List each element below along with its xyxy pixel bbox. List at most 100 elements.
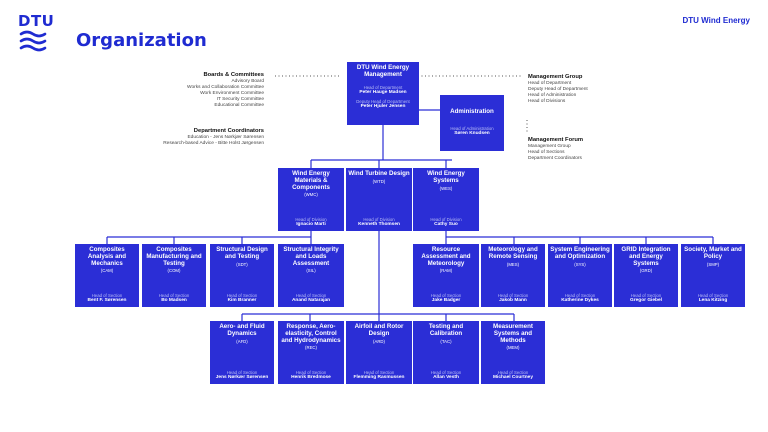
section-role: Head of Section xyxy=(564,293,596,298)
section-name: Structural Integrity and Loads Assessmen… xyxy=(283,246,339,267)
management-person: Peter Hauge Madsen xyxy=(359,89,407,95)
section-abbr: (ARD) xyxy=(373,338,385,344)
management-name: DTU Wind Energy Management xyxy=(356,64,410,78)
section-box: Structural Design and Testing (SDT) Head… xyxy=(210,244,274,307)
division-name: Wind Turbine Design xyxy=(348,170,410,177)
section-role: Head of Section xyxy=(363,370,395,375)
section-name: Society, Market and Policy xyxy=(684,246,742,260)
management-group: Management Group Head of Department Depu… xyxy=(528,74,638,105)
section-name: Response, Aero-elasticity, Control and H… xyxy=(281,323,341,344)
administration-person: Søren Knudsen xyxy=(454,130,490,136)
management-group-item: Head of Administration xyxy=(528,93,577,98)
section-box: Society, Market and Policy (SMP) Head of… xyxy=(681,244,745,307)
boards-item: IT Security Committee xyxy=(216,97,264,102)
section-name: System Engineering and Optimization xyxy=(550,246,610,260)
division-abbr: (WMC) xyxy=(304,192,318,198)
section-person: Jake Badger xyxy=(431,298,461,303)
management-group-item: Head of Divisions xyxy=(528,99,566,104)
coordinators-item: Education - Jens Nørkjær Sørensen xyxy=(187,135,264,140)
section-abbr: (MEM) xyxy=(506,345,520,351)
division-abbr: (WTD) xyxy=(372,178,386,184)
boards-item: Works and Collaboration Committee xyxy=(187,85,264,90)
management-forum-item: Department Coordinators xyxy=(528,156,582,161)
section-role: Head of Section xyxy=(430,293,462,298)
administration-role: Head of Administration xyxy=(450,125,494,131)
section-person: Bo Madsen xyxy=(161,298,187,303)
section-person: Michael Courtney xyxy=(493,375,533,380)
section-role: Head of Section xyxy=(158,293,190,298)
section-name: GRID Integration and Energy Systems xyxy=(621,246,671,267)
section-abbr: (REC) xyxy=(305,345,317,351)
section-role: Head of Section xyxy=(497,370,529,375)
section-person: Jens Nørkær Sørensen xyxy=(215,375,269,380)
section-role: Head of Section xyxy=(430,370,462,375)
management-role: Head of Department xyxy=(363,84,403,90)
division-role: Head of Division xyxy=(430,217,462,222)
section-abbr: (SDT) xyxy=(236,261,248,267)
boards-item: Advisory Board xyxy=(231,79,264,84)
section-role: Head of Section xyxy=(295,293,327,298)
section-role: Head of Section xyxy=(497,293,529,298)
section-person: Anand Natarajan xyxy=(291,298,331,303)
section-box: Meteorology and Remote Sensing (MES) Hea… xyxy=(481,244,545,307)
section-name: Structural Design and Testing xyxy=(216,246,268,260)
division-role: Head of Division xyxy=(295,217,327,222)
section-box: Response, Aero-elasticity, Control and H… xyxy=(278,321,344,384)
section-name: Meteorology and Remote Sensing xyxy=(488,246,538,260)
section-person: Lena Kitzing xyxy=(698,298,728,303)
section-abbr: (COM) xyxy=(167,268,181,274)
section-box: Measurement Systems and Methods (MEM) He… xyxy=(481,321,545,384)
section-box: Structural Integrity and Loads Assessmen… xyxy=(278,244,344,307)
division-box: Wind Energy Systems (WES) Head of Divisi… xyxy=(413,168,479,231)
section-abbr: (MES) xyxy=(506,261,520,267)
boards-item: Work Environment Committee xyxy=(200,91,264,96)
section-name: Resource Assessment and Meteorology xyxy=(421,246,471,267)
section-abbr: (AFD) xyxy=(236,338,248,344)
management-role: Deputy Head of Department xyxy=(356,98,410,104)
dtu-logo: DTU xyxy=(18,14,54,60)
section-person: Henrik Bredmose xyxy=(291,375,331,380)
section-person: Bent F. Sørensen xyxy=(87,298,127,303)
logo-waves-icon xyxy=(19,30,47,52)
administration-name: Administration xyxy=(450,108,494,116)
section-role: Head of Section xyxy=(226,370,258,375)
management-group-heading: Management Group xyxy=(528,74,583,80)
division-box: Wind Turbine Design (WTD) Head of Divisi… xyxy=(346,168,412,231)
division-name: Wind Energy Systems xyxy=(427,170,465,184)
division-role: Head of Division xyxy=(363,217,395,222)
management-forum-item: Management Group xyxy=(528,144,571,149)
section-role: Head of Section xyxy=(295,370,327,375)
administration-box: Administration Head of Administration Sø… xyxy=(440,95,504,151)
section-person: Katherine Dykes xyxy=(561,298,599,303)
section-person: Jakob Mann xyxy=(499,298,527,303)
section-name: Airfoil and Rotor Design xyxy=(354,323,404,337)
section-box: System Engineering and Optimization (SYS… xyxy=(548,244,612,307)
section-abbr: (RAM) xyxy=(439,268,453,274)
management-person: Peter Hjuler Jensen xyxy=(360,103,406,109)
boards-heading: Boards & Committees xyxy=(203,72,264,78)
section-person: Flemming Rasmussen xyxy=(353,375,405,380)
coordinators-heading: Department Coordinators xyxy=(193,128,264,134)
section-abbr: (SMP) xyxy=(706,261,720,267)
section-name: Composites Manufacturing and Testing xyxy=(146,246,202,267)
department-coordinators: Department Coordinators Education - Jens… xyxy=(140,128,264,147)
section-box: Resource Assessment and Meteorology (RAM… xyxy=(413,244,479,307)
section-box: GRID Integration and Energy Systems (GRD… xyxy=(614,244,678,307)
section-box: Composites Analysis and Mechanics (CAM) … xyxy=(75,244,139,307)
section-name: Aero- and Fluid Dynamics xyxy=(219,323,265,337)
management-forum: Management Forum Management Group Head o… xyxy=(528,137,638,162)
boards-committees: Boards & Committees Advisory Board Works… xyxy=(150,72,264,109)
section-abbr: (CAM) xyxy=(100,268,114,274)
section-abbr: (SIL) xyxy=(306,268,316,274)
section-box: Aero- and Fluid Dynamics (AFD) Head of S… xyxy=(210,321,274,384)
section-name: Measurement Systems and Methods xyxy=(493,323,533,344)
section-box: Testing and Calibration (TAC) Head of Se… xyxy=(413,321,479,384)
section-role: Head of Section xyxy=(91,293,123,298)
section-role: Head of Section xyxy=(630,293,662,298)
section-box: Airfoil and Rotor Design (ARD) Head of S… xyxy=(346,321,412,384)
section-name: Testing and Calibration xyxy=(428,323,464,337)
section-person: Gregor Giebel xyxy=(630,298,662,303)
management-forum-item: Head of Sections xyxy=(528,150,565,155)
management-box: DTU Wind Energy Management Head of Depar… xyxy=(347,62,419,125)
